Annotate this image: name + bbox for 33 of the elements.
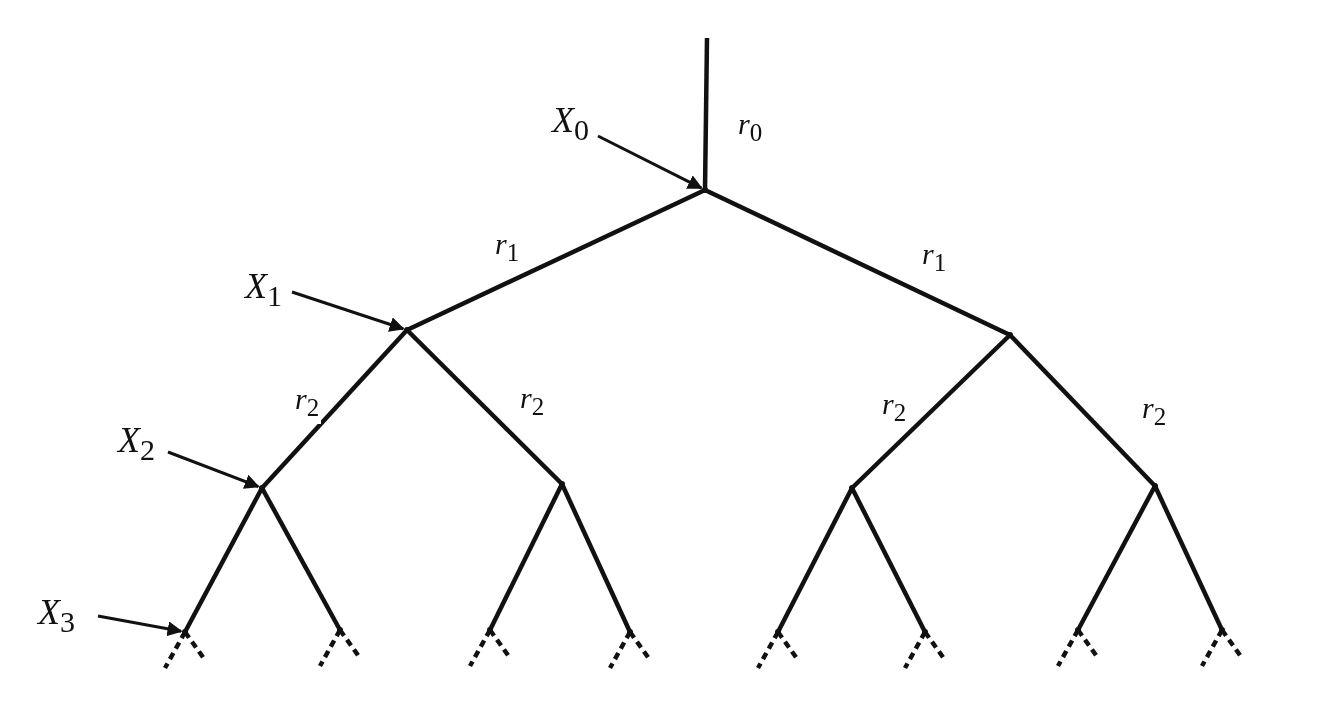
branch-point <box>849 485 855 491</box>
branch-line <box>406 187 706 333</box>
leader-arrow <box>597 134 703 190</box>
branch-line <box>1008 333 1157 488</box>
variable-label: X$_{2}$ <box>118 420 155 471</box>
branch-point <box>1152 483 1158 489</box>
branch-point <box>487 627 493 633</box>
branch-point <box>922 629 928 635</box>
branch-line <box>850 333 1012 490</box>
variable-label: X$_{0}$ <box>552 100 589 151</box>
branch-line <box>405 328 564 486</box>
variable-label: X$_{3}$ <box>38 592 75 643</box>
branch-point <box>1219 627 1225 633</box>
branch-line <box>704 187 1011 338</box>
branch-point <box>1075 627 1081 633</box>
branch-point <box>702 187 708 193</box>
branch-point <box>775 629 781 635</box>
branch-point <box>337 627 343 633</box>
branch-point <box>182 629 188 635</box>
branch-point <box>404 327 410 333</box>
branch-point <box>259 485 265 491</box>
leader-arrow <box>97 614 183 637</box>
branch-point <box>1007 332 1013 338</box>
branch-line <box>260 328 409 490</box>
leader-arrow <box>167 450 260 489</box>
branch-line <box>1152 485 1225 631</box>
branch-line <box>559 483 633 633</box>
branch-point <box>627 629 633 635</box>
branch-line <box>488 483 564 631</box>
branch-point <box>559 481 565 487</box>
branch-line <box>850 487 927 633</box>
leader-arrow <box>291 290 405 332</box>
variable-label: X$_{1}$ <box>245 266 282 317</box>
